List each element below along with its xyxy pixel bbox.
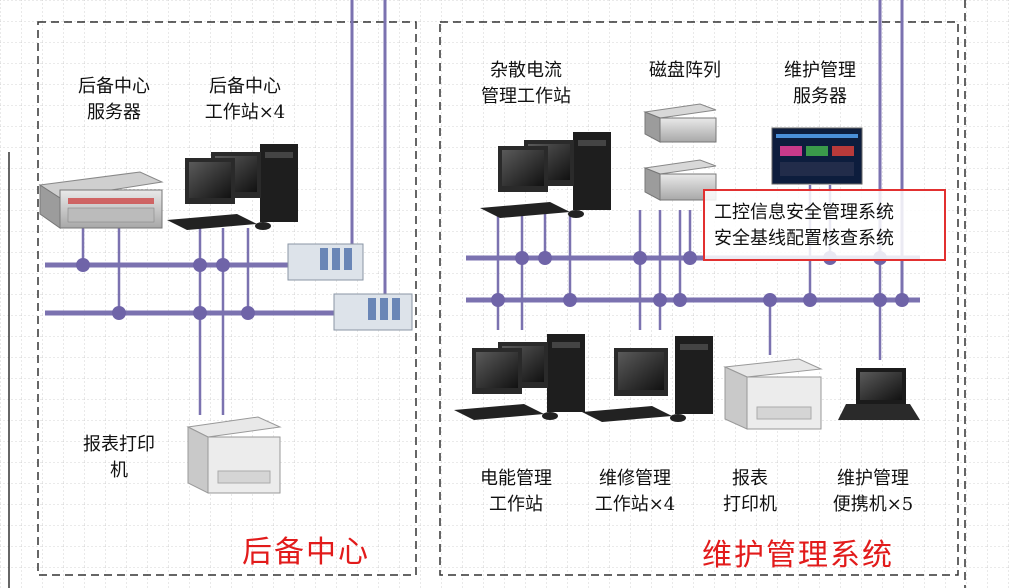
laptop-label: 维护管理 便携机×5 — [832, 468, 914, 515]
stray-current-workstation-icon — [480, 132, 611, 218]
backup-center-border — [37, 21, 417, 576]
callout-line-1: 工控信息安全管理系统 — [714, 202, 894, 223]
laptop-icon — [838, 368, 920, 420]
maintenance-system-title: 维护管理系统 — [702, 538, 894, 573]
repair-management-workstation-icon — [582, 336, 713, 422]
callout-line-2: 安全基线配置核查系统 — [714, 228, 894, 249]
repair-management-label: 维修管理 工作站×4 — [594, 468, 676, 515]
disk-array-label: 磁盘阵列 — [649, 60, 721, 81]
stray-current-label: 杂散电流 管理工作站 — [481, 60, 571, 107]
maintenance-system-border — [439, 21, 959, 576]
backup-workstation-label: 后备中心 工作站×4 — [204, 76, 286, 123]
power-management-workstation-icon — [454, 334, 585, 420]
maintenance-server-label: 维护管理 服务器 — [784, 60, 856, 107]
backup-report-printer-icon — [186, 416, 282, 494]
disk-array-icon — [643, 103, 717, 201]
backup-server-label: 后备中心 服务器 — [78, 76, 150, 123]
report-printer-icon — [723, 358, 823, 430]
backup-server-icon — [38, 171, 164, 229]
backup-printer-label: 报表打印 机 — [83, 434, 155, 481]
security-system-callout: 工控信息安全管理系统 安全基线配置核查系统 — [703, 189, 946, 261]
power-management-label: 电能管理 工作站 — [480, 468, 552, 515]
network-switch-icon — [287, 243, 413, 331]
maintenance-server-icon — [771, 127, 863, 185]
report-printer-label: 报表 打印机 — [723, 468, 777, 515]
backup-center-title: 后备中心 — [242, 535, 370, 570]
backup-workstation-icon — [167, 144, 298, 230]
